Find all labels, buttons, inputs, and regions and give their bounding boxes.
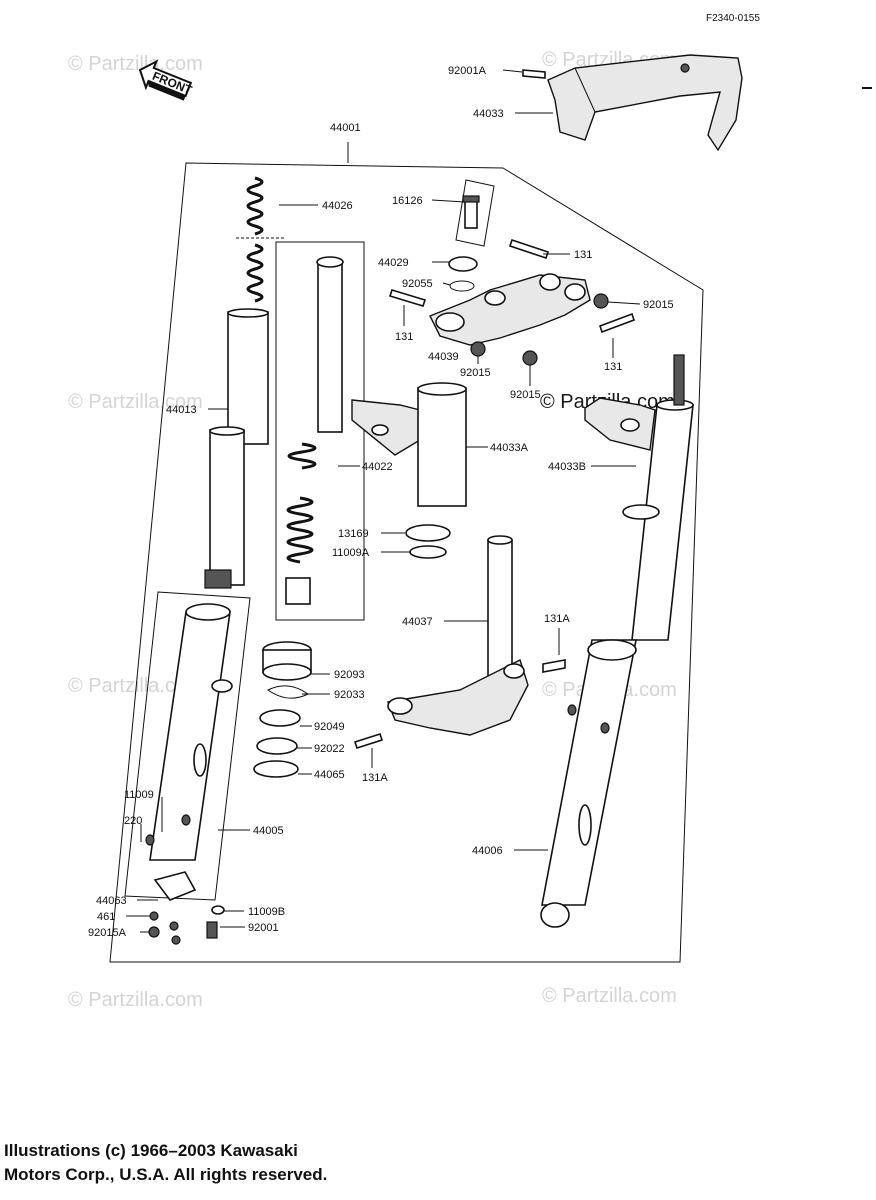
part-label-92001: 92001	[248, 922, 279, 934]
part-label-92055: 92055	[402, 278, 433, 290]
watermark: © Partzilla.com	[542, 985, 677, 1007]
watermark: © Partzilla.com	[68, 675, 203, 697]
part-label-92015: 92015	[460, 367, 491, 379]
part-label-11009A: 11009A	[332, 547, 370, 559]
cap-44029	[448, 256, 478, 272]
part-label-11009: 11009	[124, 789, 154, 801]
nut	[169, 921, 179, 931]
nut-92015	[593, 293, 609, 309]
part-label-44005: 44005	[253, 825, 284, 837]
part-label-131: 131	[395, 331, 413, 343]
steering-stem-44037	[387, 535, 529, 736]
bolt-131A	[353, 732, 384, 750]
part-label-131: 131	[604, 361, 622, 373]
part-label-44065: 44065	[314, 769, 345, 781]
part-label-16126: 16126	[392, 195, 423, 207]
part-label-11009B: 11009B	[248, 906, 285, 918]
part-label-92015: 92015	[643, 299, 674, 311]
part-label-44029: 44029	[378, 257, 409, 269]
washer-11009B	[211, 905, 225, 915]
copyright-line-2: Motors Corp., U.S.A. All rights reserved…	[4, 1165, 328, 1184]
bolt-131	[598, 312, 636, 334]
leader-lines	[126, 69, 641, 933]
part-label-44033B: 44033B	[548, 461, 586, 473]
dust-seal-13169	[405, 524, 451, 542]
copyright-notice: Illustrations (c) 1966–2003 Kawasaki Mot…	[4, 1139, 327, 1187]
fork-assembly-outline	[109, 162, 704, 963]
bolt-131A	[542, 659, 566, 673]
part-label-131A: 131A	[544, 613, 570, 625]
part-label-13169: 13169	[338, 528, 369, 540]
part-label-44006: 44006	[472, 845, 503, 857]
nut-92015	[522, 350, 538, 366]
fork-leg-44006	[540, 354, 694, 928]
handlebar-44033B	[584, 397, 656, 451]
spring-44026	[246, 176, 264, 303]
part-label-44033: 44033	[473, 108, 504, 120]
exploded-parts-diagram: F2340-0155 © Partzilla.com © Partzilla.c…	[68, 13, 872, 1011]
part-label-44033A: 44033A	[490, 442, 529, 454]
handlebar-44033A	[351, 382, 467, 507]
handle-bracket-44033	[522, 54, 743, 152]
part-label-92015: 92015	[510, 389, 541, 401]
nut-92015	[470, 341, 486, 357]
washer-461	[149, 911, 159, 921]
part-label-131A: 131A	[362, 772, 388, 784]
part-label-92015A: 92015A	[88, 927, 127, 939]
bolt-92001	[206, 921, 218, 939]
o-ring-92055	[449, 280, 475, 292]
part-label-92022: 92022	[314, 743, 345, 755]
part-label-44013: 44013	[166, 404, 197, 416]
part-label-92033: 92033	[334, 689, 365, 701]
part-label-92001A: 92001A	[448, 65, 487, 77]
copyright-line-1: Illustrations (c) 1966–2003 Kawasaki	[4, 1141, 298, 1160]
watermark: © Partzilla.com	[68, 989, 203, 1011]
part-label-461: 461	[97, 911, 115, 923]
inner-tube-44013	[204, 308, 269, 589]
bolt-131	[388, 289, 427, 307]
part-label-92093: 92093	[334, 669, 365, 681]
part-labels: 44001 92001A 44033 44026 16126 131 44029…	[88, 65, 674, 939]
bolt-131	[508, 238, 550, 260]
washer-11009A	[409, 545, 447, 559]
part-label-44063: 44063	[96, 895, 127, 907]
nut	[171, 935, 181, 945]
part-label-220: 220	[124, 815, 142, 827]
part-label-44022: 44022	[362, 461, 393, 473]
figure-code: F2340-0155	[706, 13, 760, 24]
damper-assembly-44022	[275, 241, 365, 621]
lower-leg-outline	[124, 591, 251, 901]
cap-bolt-16126	[455, 179, 495, 247]
part-label-92049: 92049	[314, 721, 345, 733]
watermark: © Partzilla.com	[68, 391, 203, 413]
upper-bracket-44039	[429, 273, 591, 346]
watermark: © Partzilla.com	[68, 53, 203, 75]
bearing-set	[253, 641, 312, 778]
part-label-44026: 44026	[322, 200, 353, 212]
lower-leg-44005	[145, 603, 233, 901]
part-label-44039: 44039	[428, 351, 459, 363]
part-label-44001: 44001	[330, 122, 361, 134]
part-label-131: 131	[574, 249, 592, 261]
part-label-44037: 44037	[402, 616, 433, 628]
nut-92015A	[148, 926, 160, 938]
